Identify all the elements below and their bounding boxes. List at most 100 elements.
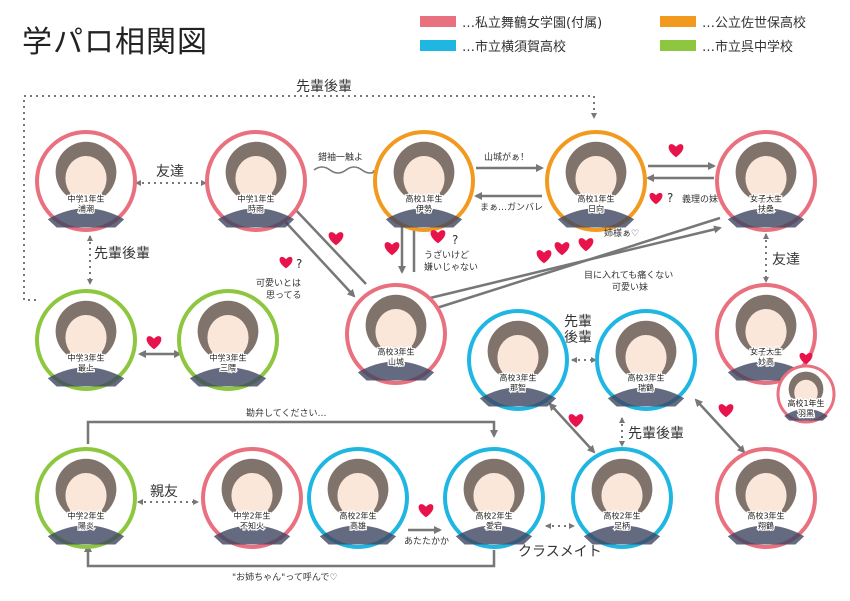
portrait-body (385, 208, 463, 228)
character-grade: 女子大生 (750, 347, 782, 357)
portrait-face (65, 156, 107, 202)
portrait-face (403, 156, 445, 202)
character-name: 愛宕 (486, 521, 502, 531)
portrait-face (575, 156, 617, 202)
legend-swatch-blue (420, 40, 456, 51)
character-grade: 中学1年生 (237, 194, 274, 204)
portrait-face (337, 473, 379, 519)
label-giri-no-imouto: 義理の妹 (682, 193, 718, 205)
portrait-body (357, 361, 435, 381)
connector-zuikaku-shokaku (694, 398, 746, 454)
portrait-body (784, 408, 828, 421)
label-senpai-right: 先輩後輩 (628, 426, 684, 442)
legend-label-pink: …私立舞鶴女学園(付属) (462, 15, 602, 31)
character-grade: 高校1年生 (577, 194, 614, 204)
legend: …私立舞鶴女学園(付属) …市立横須賀高校 …公立佐世保高校 …市立呉中学校 (420, 15, 806, 55)
label-uzai1: うざいけど (424, 249, 469, 261)
portrait-body (213, 525, 291, 545)
portrait-face (745, 156, 787, 202)
labels: 先輩後輩 友達 錯袖一触よ 山城がぁ！ まぁ…ガンバレ 義理の妹 ? 姉様ぁ♡ … (94, 79, 800, 583)
character-name: 那智 (510, 383, 526, 393)
character-name: 日向 (588, 204, 604, 214)
portrait-body (727, 208, 805, 228)
label-me2: 可愛い妹 (612, 281, 648, 293)
character-grade: 中学1年生 (67, 194, 104, 204)
legend-swatch-orange (660, 16, 696, 27)
portrait-body (217, 208, 295, 228)
character-name: 伊勢 (416, 204, 432, 214)
character-name: 三隈 (220, 364, 236, 373)
portrait-face (625, 335, 667, 381)
portrait-face (375, 309, 417, 355)
page-title: 学パロ相関図 (22, 25, 208, 60)
label-senpai-top: 先輩後輩 (296, 79, 352, 95)
connector-nachi-ashigara (548, 402, 596, 454)
character-name: 時雨 (248, 205, 264, 214)
character-grade: 高校2年生 (339, 511, 376, 521)
character-grade: 中学2年生 (67, 511, 104, 521)
character-name: 高雄 (350, 521, 366, 531)
character-grade: 高校2年生 (603, 511, 640, 521)
portrait-face (794, 379, 818, 406)
character-name: 瑞鶴 (638, 383, 654, 393)
heart-icon (649, 192, 663, 205)
character-name: 足柄 (614, 521, 630, 531)
connectors (23, 95, 769, 568)
character-name: 最上 (78, 364, 94, 373)
label-kawaii1: 可愛いとは (256, 277, 301, 289)
label-senpai-mid2: 後輩 (564, 330, 592, 346)
heart-icon (799, 352, 813, 365)
character-grade: 中学2年生 (233, 511, 270, 521)
legend-swatch-green (660, 40, 696, 51)
character-name: 浦潮 (78, 204, 94, 214)
portrait-body (583, 525, 661, 545)
label-me1: 目に入れても痛くない (584, 269, 673, 281)
heart-icon (430, 230, 446, 244)
connector-kagero-atago (86, 420, 498, 444)
legend-label-blue: …市立横須賀高校 (462, 39, 566, 55)
character-grade: 高校3年生 (747, 511, 784, 521)
character-name: 山城 (388, 357, 404, 367)
connector-yamashiro-fuso (429, 225, 722, 300)
heart-icon (279, 256, 293, 269)
connector-atago-kagero (84, 544, 496, 568)
label-yamashiro-ga: 山城がぁ！ (484, 151, 529, 163)
character-nodes: 中学1年生浦潮中学1年生時雨高校1年生伊勢高校1年生日向女子大生扶桑中学3年生最… (35, 130, 836, 549)
portrait-face (473, 473, 515, 519)
label-uzai2: 嫌いじゃない (424, 261, 478, 273)
heart-icon (384, 242, 400, 256)
label-classmate: クラスメイト (518, 544, 602, 560)
character-grade: 中学3年生 (209, 353, 246, 363)
portrait-body (47, 208, 125, 228)
character-name: 扶桑 (758, 204, 774, 214)
portrait-face (601, 473, 643, 519)
heart-icon (146, 336, 162, 350)
heart-icon (554, 242, 570, 256)
portrait-body (47, 525, 125, 545)
connector-yamashiro-shigure (290, 204, 367, 285)
portrait-body (557, 208, 635, 228)
character-grade: 高校3年生 (627, 373, 664, 383)
connector-senpai-top (23, 95, 597, 301)
heart-icon (328, 232, 344, 246)
legend-swatch-pink (420, 16, 456, 27)
label-kanben: 勘弁してください… (246, 407, 326, 419)
character-grade: 高校1年生 (787, 398, 824, 408)
portrait-body (47, 367, 125, 387)
portrait-body (455, 525, 533, 545)
legend-label-green: …市立呉中学校 (702, 39, 793, 55)
